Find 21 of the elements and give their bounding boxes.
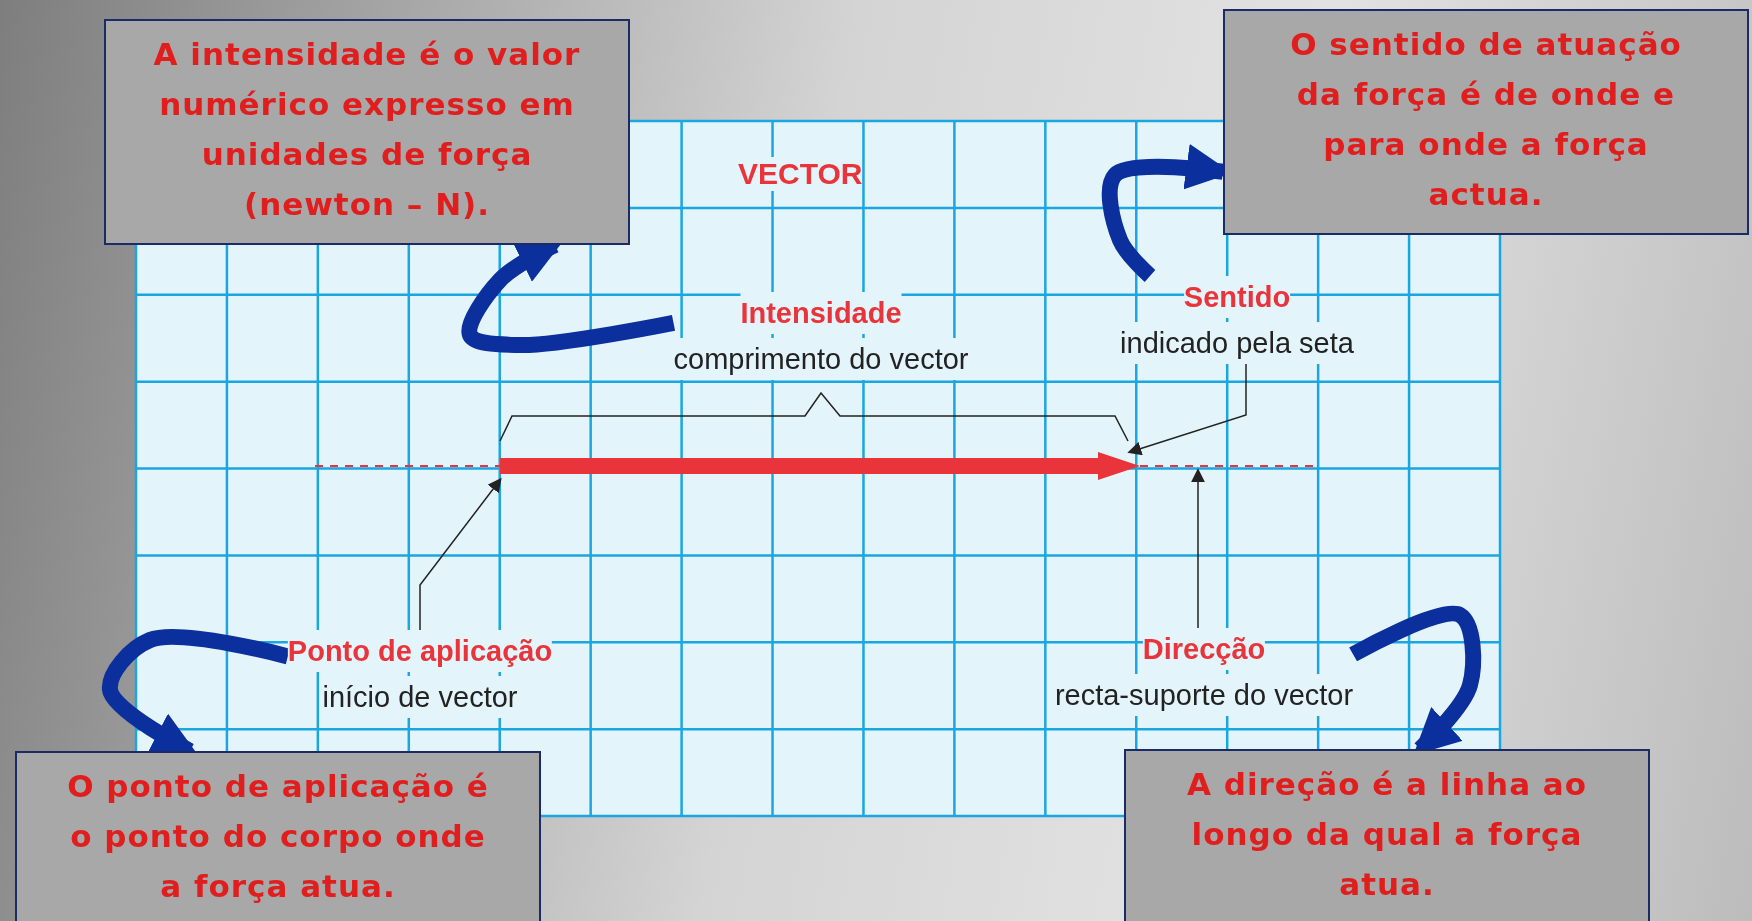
leader-line (419, 477, 502, 631)
callout-text: A direção é a linha ao longo da qual a força atua. (1185, 765, 1589, 904)
callout-panel (1124, 749, 1650, 921)
callout-text: O sentido de atuação da força é de onde e para onde a força actua. (1289, 25, 1683, 214)
leader-line (1127, 363, 1247, 456)
term-label: Intensidade (740, 292, 902, 334)
callout-panel (15, 751, 541, 921)
leader-line (1191, 468, 1205, 629)
callout-panel (1223, 9, 1749, 235)
description-text: recta-suporte do vector (1054, 674, 1354, 716)
vector-arrow (500, 452, 1140, 480)
callout-panel (104, 19, 630, 245)
callout-text: O ponto de aplicação é o ponto do corpo onde a força atua. (66, 767, 490, 906)
term-label: Sentido (1183, 276, 1291, 318)
description-text: comprimento do vector (673, 338, 969, 380)
callout-text: A intensidade é o valor numérico expresso em unidades de força (newton – N). (152, 35, 582, 224)
description-text: início de vector (322, 676, 518, 718)
term-label: Ponto de aplicação (287, 630, 553, 672)
term-label: Direcção (1142, 628, 1266, 670)
heading-text: VECTOR (738, 157, 863, 191)
description-text: indicado pela seta (1120, 322, 1354, 364)
